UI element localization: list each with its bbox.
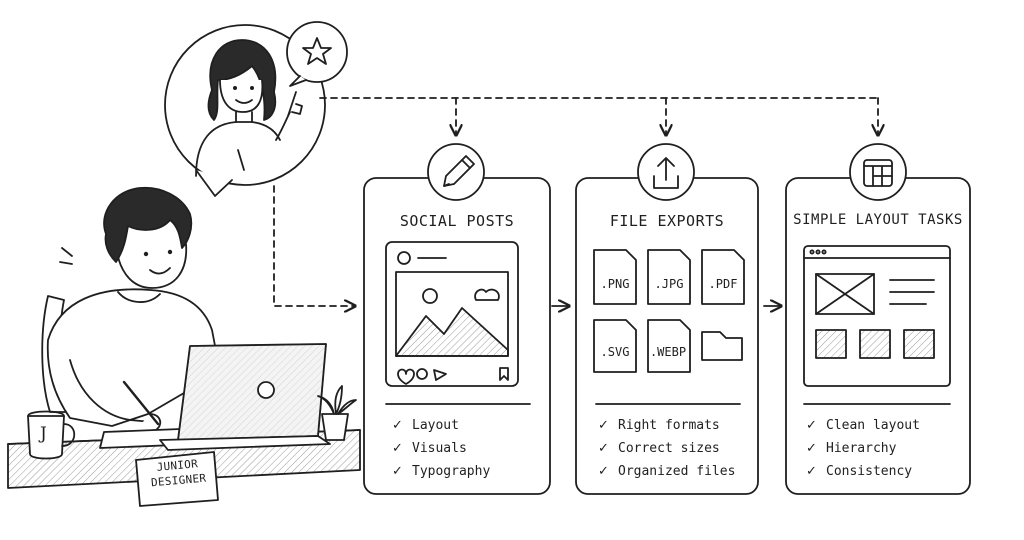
check-icon: ✓ [598,418,609,433]
checklist-simple-layout-tasks: ✓Clean layout ✓Hierarchy ✓Consistency [806,414,920,483]
list-item: ✓Visuals [392,437,490,460]
file-label: .PDF [708,277,738,291]
checklist-social-posts: ✓Layout ✓Visuals ✓Typography [392,414,490,483]
check-icon: ✓ [392,464,403,479]
layout-grid-icon [863,159,893,187]
checklist-file-exports: ✓Right formats ✓Correct sizes ✓Organized… [598,414,735,483]
mug-letter: J [40,424,47,444]
star-icon [302,37,332,65]
folder-icon [701,331,743,361]
list-item: ✓Organized files [598,460,735,483]
speech-bubble [286,21,348,87]
check-icon: ✓ [392,418,403,433]
list-item: ✓Clean layout [806,414,920,437]
connectors [273,97,878,306]
check-icon: ✓ [806,464,817,479]
card-file-exports [575,143,759,495]
list-item: ✓Typography [392,460,490,483]
file-label: .WEBP [649,345,687,359]
pencil-icon [443,155,475,187]
plant [317,385,357,441]
list-item: ✓Layout [392,414,490,437]
list-item: ✓Consistency [806,460,920,483]
list-item: ✓Right formats [598,414,735,437]
list-item: ✓Hierarchy [806,437,920,460]
card-title-social-posts: SOCIAL POSTS [399,212,515,230]
card-title-file-exports: FILE EXPORTS [609,212,725,230]
check-icon: ✓ [598,441,609,456]
nameplate-label: JUNIOR DESIGNER [141,455,215,491]
card-social-posts [363,143,551,495]
check-icon: ✓ [806,418,817,433]
file-label: .JPG [654,277,684,291]
check-icon: ✓ [392,441,403,456]
check-icon: ✓ [806,441,817,456]
mug [27,410,76,460]
card-simple-layout-tasks [785,143,971,495]
file-label: .PNG [600,277,630,291]
upload-icon [653,157,679,189]
laptop [159,343,331,451]
mentor-avatar [164,24,326,197]
check-icon: ✓ [598,464,609,479]
desk-scene [7,186,361,507]
file-label: .SVG [600,345,630,359]
nameplate [135,451,219,507]
card-title-simple-layout-tasks: SIMPLE LAYOUT TASKS [793,212,963,228]
list-item: ✓Correct sizes [598,437,735,460]
